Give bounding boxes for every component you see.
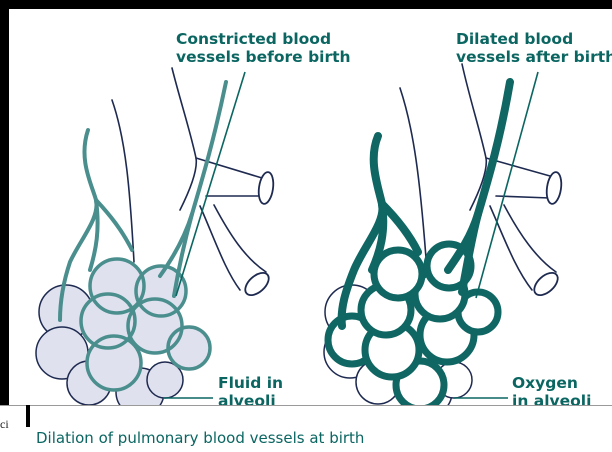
oxygen-label-line1: Oxygen (512, 374, 591, 392)
cropped-edge-bar (26, 405, 30, 427)
constricted-label-line1: Constricted blood (176, 30, 351, 48)
cropped-edge-text: ci (0, 418, 9, 430)
dilated-vessels-label: Dilated blood vessels after birth (456, 30, 612, 66)
right-bronchiole-ends (530, 171, 563, 299)
fluid-label-line1: Fluid in (218, 374, 283, 392)
bottom-divider (0, 405, 612, 420)
figure-caption: Dilation of pulmonary blood vessels at b… (36, 429, 364, 447)
left-bronchiole-ends (241, 171, 275, 299)
right-airway-outline (400, 64, 556, 290)
before-birth-illustration (36, 68, 275, 416)
after-birth-illustration (324, 64, 563, 416)
dilated-label-line1: Dilated blood (456, 30, 612, 48)
dilated-label-line2: vessels after birth (456, 48, 612, 66)
constricted-label-line2: vessels before birth (176, 48, 351, 66)
left-airway-outline (112, 68, 266, 290)
constricted-vessels-label: Constricted blood vessels before birth (176, 30, 351, 66)
